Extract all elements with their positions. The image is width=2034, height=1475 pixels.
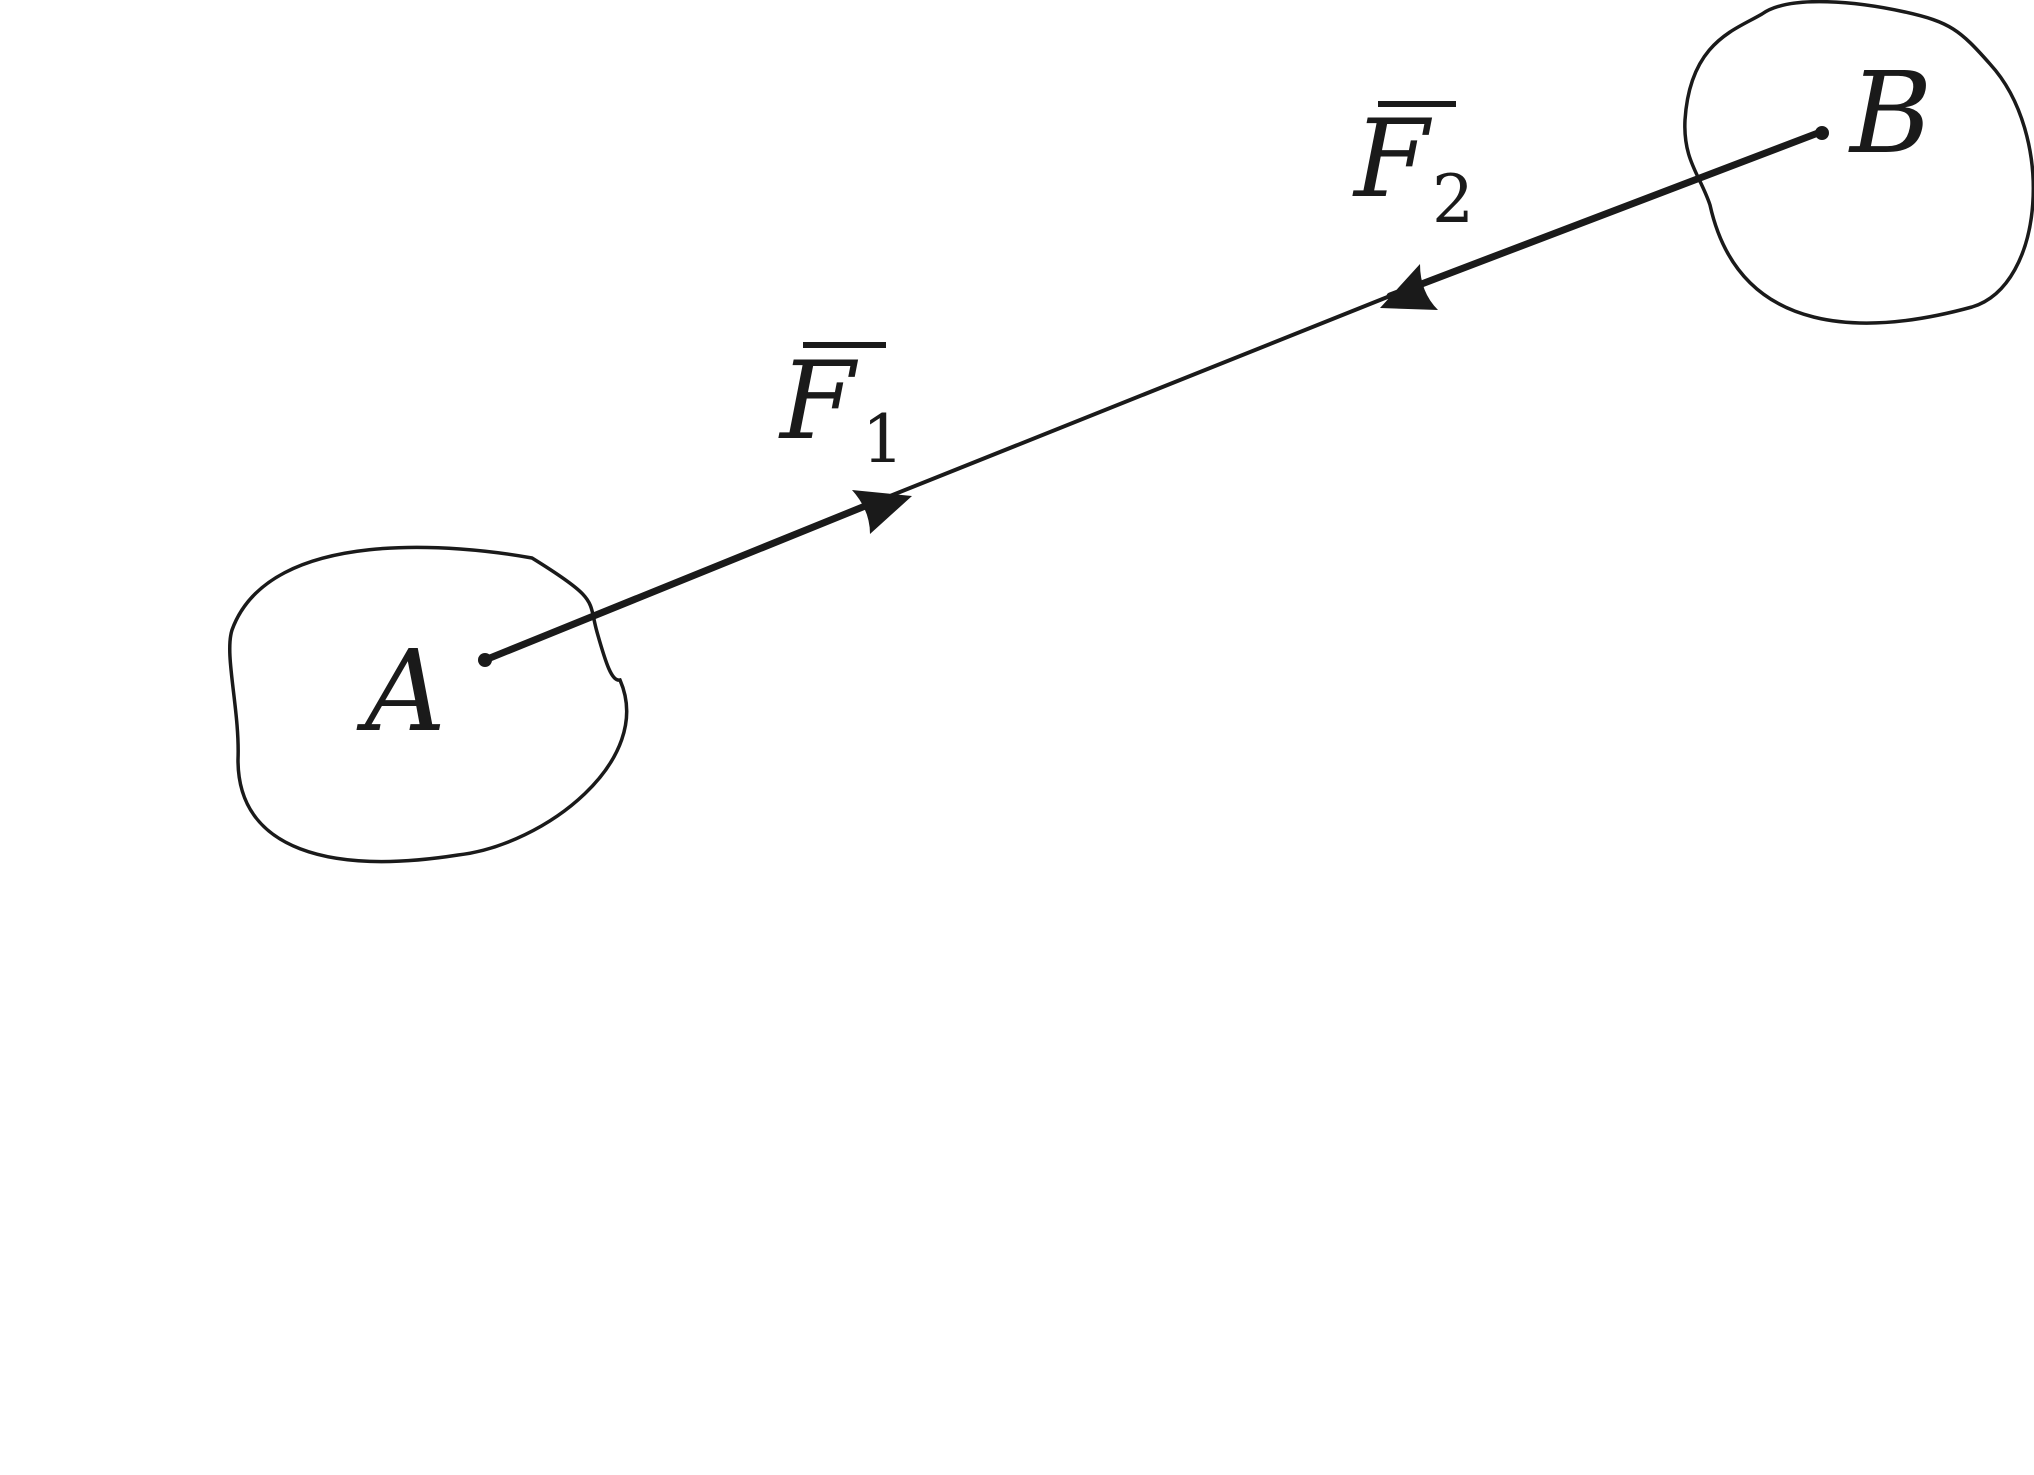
label-f2-subscript: 2 — [1432, 161, 1474, 238]
label-b: B — [1848, 49, 1932, 179]
f2-arrowhead — [1380, 264, 1438, 310]
f2-line — [1386, 129, 1822, 300]
label-a: A — [356, 627, 446, 757]
label-f1-subscript: 1 — [862, 401, 904, 478]
point-b — [1815, 126, 1829, 140]
f1-line — [481, 496, 884, 664]
body-a-outline — [228, 545, 629, 864]
label-f2: F — [1352, 97, 1433, 222]
point-a — [478, 653, 492, 667]
f1-line-ext — [878, 294, 1392, 502]
label-f1: F — [778, 339, 859, 464]
f1-arrowhead — [852, 490, 912, 534]
body-b-outline — [1683, 0, 2034, 325]
